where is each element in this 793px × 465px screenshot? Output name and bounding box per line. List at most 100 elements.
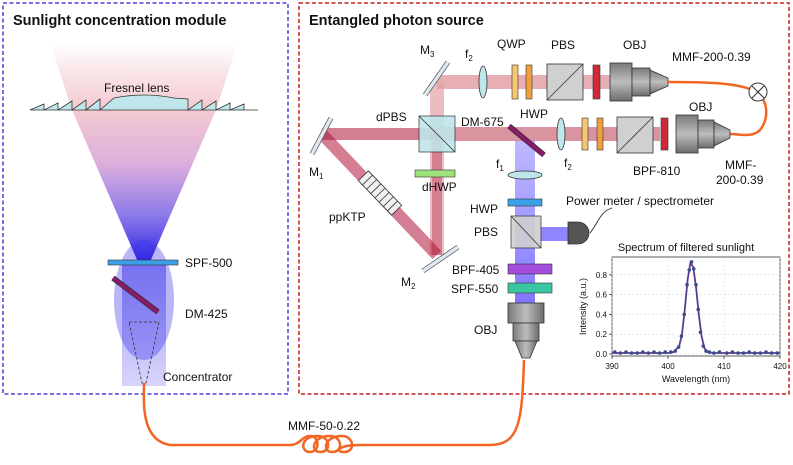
chart-data-point [687,268,692,272]
lens-f1 [507,170,543,180]
filter-top [592,64,601,100]
f2-top-label: f2 [465,47,473,63]
chart-data-point [747,350,751,354]
chart-data-point [691,267,696,271]
chart-y-tick-label: 0.8 [596,271,608,280]
chart-y-tick-label: 0.0 [596,350,608,359]
spectrum-chart: 390 400 410 420 0.0 0.2 0.4 0.6 0.8 Spectrum of f… [578,242,787,384]
chart-x-label: Wavelength (nm) [662,374,730,384]
objective-bottom [507,302,545,359]
chart-data-point [641,350,645,354]
mmf-200-fiber [667,80,768,137]
chart-data-point [758,351,763,355]
mmf-200-bottom-label-1: MMF- [725,158,756,172]
chart-data-point [663,350,667,354]
qwp-top [511,64,519,100]
power-meter-label: Power meter / spectrometer [566,194,714,208]
hwp-top [525,64,533,100]
qwp-right [581,117,589,151]
chart-data-point [717,350,722,354]
m1-label: M1 [309,165,324,181]
dm-675-label: DM-675 [461,115,504,129]
dpbs-label: dPBS [376,110,407,124]
qwp-label: QWP [497,37,526,51]
obj-top-label: OBJ [623,38,646,52]
chart-y-label: Intensity (a.u.) [578,278,588,335]
chart-data-point [685,282,689,287]
dm-425-label: DM-425 [185,307,228,321]
ppktp-crystal [357,170,403,216]
chart-data-point [618,351,623,355]
mmf-200-top-label: MMF-200-0.39 [672,50,751,64]
chart-data-point [613,350,617,354]
obj-right-label: OBJ [689,100,712,114]
chart-y-tick-label: 0.2 [596,330,608,339]
spf-500-filter [107,259,179,266]
objective-right [675,114,731,154]
mmf-200-bottom-label-2: 200-0.39 [716,173,764,187]
chart-data-point [679,334,684,339]
pbs-mid-label: PBS [474,225,498,239]
source-module-box [298,2,790,395]
chart-data-point [769,351,774,355]
chart-data-point [736,351,740,355]
hwp-mid-label: HWP [470,202,498,216]
f2-right-label: f2 [564,156,572,172]
hwp-right [596,117,604,151]
mmf-50-fiber [142,359,526,454]
f1-label: f1 [496,157,504,173]
concentrator-label: Concentrator [163,370,232,384]
chart-x-tick-label: 420 [773,362,787,371]
chart-data-point [689,260,694,264]
chart-x-tick-label: 390 [605,362,619,371]
sunlight-module-title: Sunlight concentration module [13,13,226,29]
hwp-mid [507,198,543,207]
bpf-405-label: BPF-405 [452,263,500,277]
objective-top [609,62,669,102]
pump-beam-to-meter [540,227,568,241]
chart-x-tick-label: 410 [717,362,731,371]
chart-data-point [635,351,639,355]
chart-plot-area [611,256,781,357]
mmf-50-label: MMF-50-0.22 [288,419,360,433]
chart-data-point [730,350,735,354]
chart-data-point [712,351,716,355]
spf-550-label: SPF-550 [451,282,499,296]
lens-f2-right [556,117,566,151]
chart-data-point [701,344,706,348]
chart-data-point [694,282,698,287]
m2-label: M2 [401,275,416,291]
chart-y-tick-label: 0.6 [596,291,608,300]
chart-data-point [698,330,703,335]
chart-title: Spectrum of filtered sunlight [618,242,754,254]
spf-550-filter [507,282,553,294]
ppktp-label: ppKTP [329,210,366,224]
sunlight-cone-top [50,42,238,110]
chart-data-point [669,350,673,354]
chart-data-point [676,345,681,349]
bpf-405-filter [507,263,553,275]
chart-x-tick-label: 400 [661,362,675,371]
chart-fit-line [612,260,780,354]
chart-data-point [629,351,634,355]
lens-f2-top [478,65,488,99]
chart-data-point [725,351,729,355]
pbs-top-label: PBS [551,38,575,52]
concentrator [128,321,160,384]
chart-data-point [696,307,701,312]
fresnel-lens [29,94,258,111]
chart-data-point [673,349,678,353]
source-module-title: Entangled photon source [309,13,484,29]
chart-data-point [646,351,651,355]
chart-data-point [704,349,708,353]
m3-label: M3 [420,43,435,59]
dhwp-plate [414,169,456,178]
hwp-top-label: HWP [520,107,548,121]
bpf-810-filter [660,117,669,151]
fresnel-lens-label: Fresnel lens [104,81,169,95]
chart-data-point [682,312,687,317]
obj-bottom-label: OBJ [474,323,497,337]
chart-y-tick-label: 0.4 [596,310,608,319]
chart-data-point [764,350,768,354]
